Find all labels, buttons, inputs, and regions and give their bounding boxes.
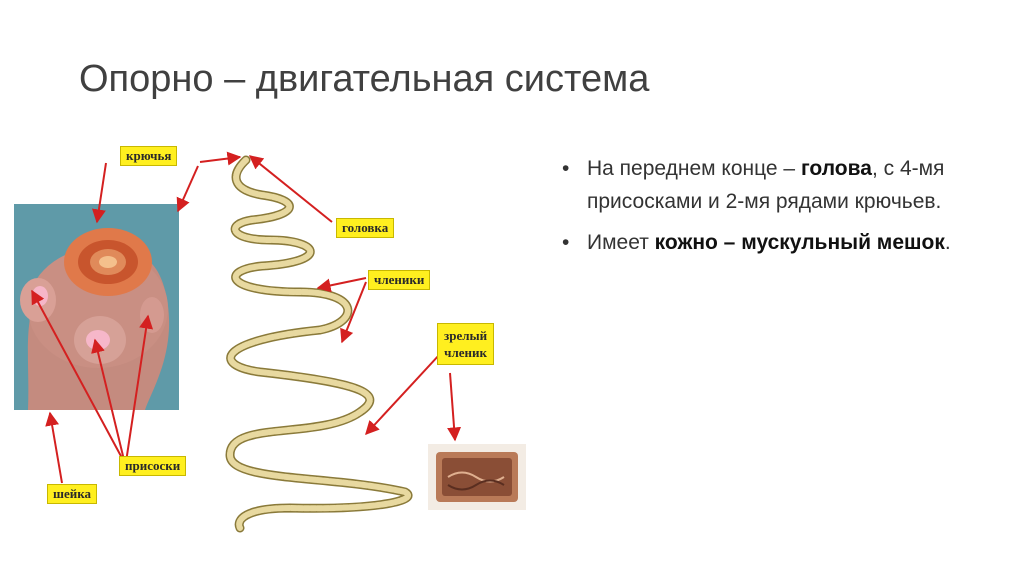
label-hooks: крючья [120, 146, 177, 166]
bullet-text: На переднем конце – [587, 157, 801, 180]
bullet-bold-text: кожно – мускульный мешок [655, 231, 945, 254]
label-mature-segment-line1: зрелый [444, 328, 487, 343]
bullet-text: . [945, 231, 951, 254]
label-mature-segment-line2: членик [444, 345, 487, 360]
mature-segment-photo [428, 444, 526, 510]
strobila [230, 160, 408, 528]
bullet-list: • На переднем конце – голова, с 4-мя при… [560, 152, 1000, 267]
bullet-text: Имеет [587, 231, 655, 254]
label-segments: членики [368, 270, 430, 290]
label-mature-segment: зрелый членик [437, 323, 494, 365]
scolex-photo [14, 204, 179, 410]
bullet-marker: • [562, 226, 569, 259]
bullet-item-head: • На переднем конце – голова, с 4-мя при… [560, 152, 1000, 218]
bullet-item-skin-muscle-sac: • Имеет кожно – мускульный мешок. [560, 226, 1000, 259]
bullet-bold-text: голова [801, 157, 872, 180]
label-suckers: присоски [119, 456, 186, 476]
label-neck: шейка [47, 484, 97, 504]
bullet-marker: • [562, 152, 569, 185]
label-head: головка [336, 218, 394, 238]
